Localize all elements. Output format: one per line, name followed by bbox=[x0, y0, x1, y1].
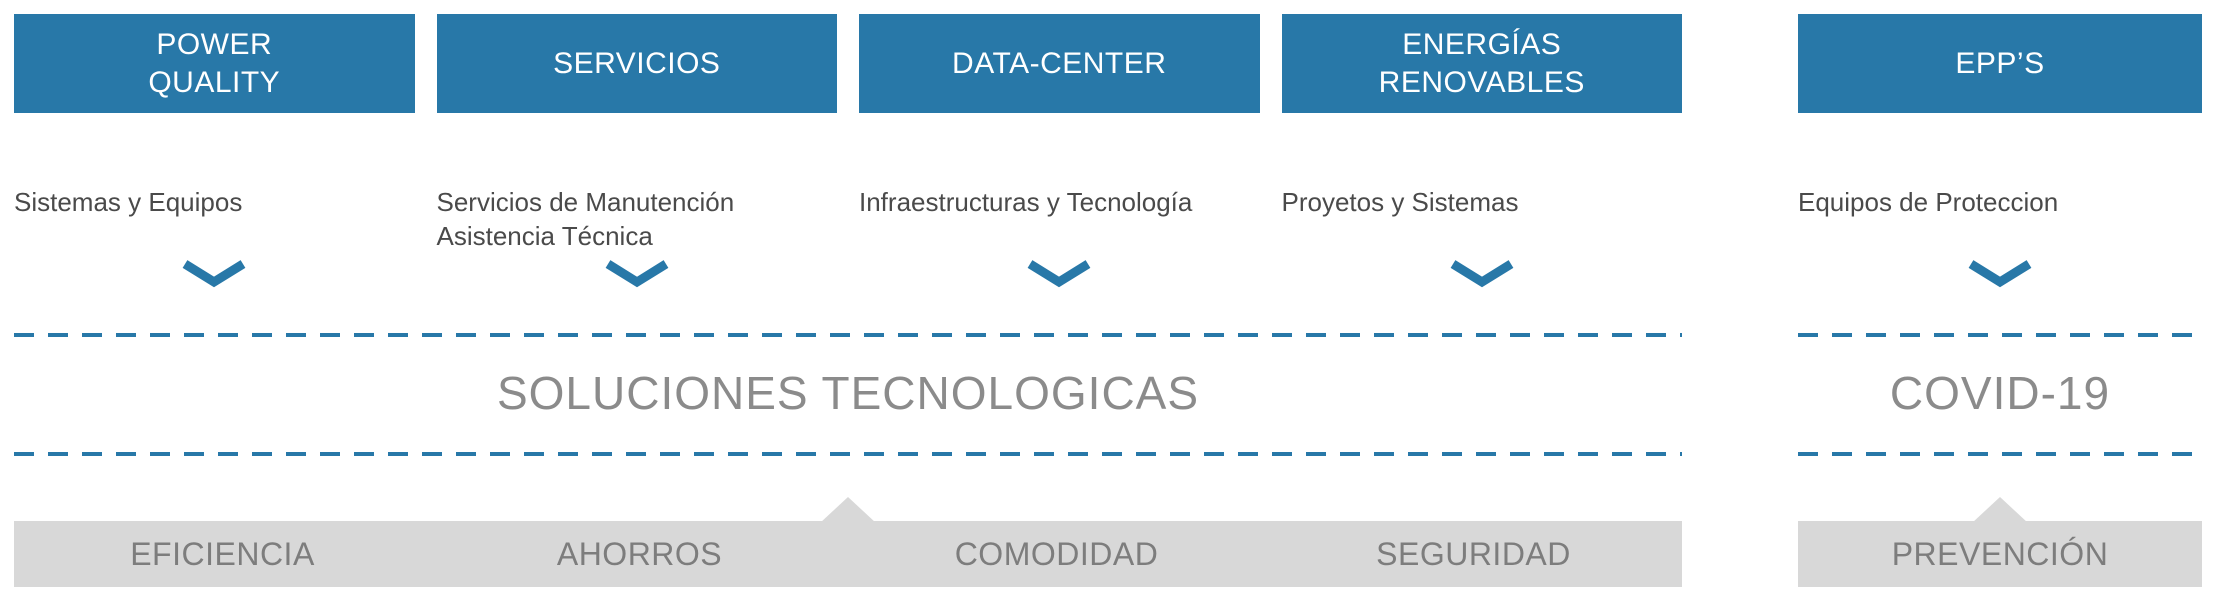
bar-pointer-triangle bbox=[1972, 497, 2028, 523]
subtitle-line: Equipos de Proteccion bbox=[1798, 187, 2059, 217]
category-subtitle-servicios: Servicios de Manutención Asistencia Técn… bbox=[437, 186, 838, 254]
dashed-divider bbox=[1798, 333, 2202, 337]
subtitle-line: Asistencia Técnica bbox=[436, 220, 653, 251]
subtitle-line: Infraestructuras y Tecnología bbox=[859, 187, 1193, 217]
chevrons-row bbox=[1798, 258, 2202, 288]
category-subtitles-row: Equipos de Proteccion bbox=[1798, 186, 2202, 220]
subtitle-line: Sistemas y Equipos bbox=[14, 187, 243, 217]
bar-pointer-triangle bbox=[820, 497, 876, 523]
category-box-power-quality[interactable]: POWER QUALITY bbox=[14, 14, 415, 113]
group-heading-covid: COVID-19 bbox=[1889, 367, 2111, 419]
category-boxes-row: EPP’S bbox=[1798, 14, 2202, 113]
benefits-bar: EFICIENCIA AHORROS COMODIDAD SEGURIDAD bbox=[14, 521, 1682, 587]
category-box-data-center[interactable]: DATA-CENTER bbox=[859, 14, 1260, 113]
benefit-label: COMODIDAD bbox=[954, 535, 1159, 572]
dashed-divider bbox=[1798, 452, 2202, 456]
category-subtitle-epps: Equipos de Proteccion bbox=[1798, 186, 2202, 220]
category-title-line: POWER bbox=[156, 28, 273, 61]
category-title-line: RENOVABLES bbox=[1378, 65, 1585, 99]
group-covid-19: EPP’S Equipos de Proteccion COVID-19 PRE… bbox=[1798, 0, 2202, 612]
category-boxes-row: POWER QUALITY SERVICIOS DATA-CENTER ENER… bbox=[14, 14, 1682, 113]
benefit-label: EFICIENCIA bbox=[130, 535, 315, 572]
category-title-line: QUALITY bbox=[148, 65, 281, 99]
dashed-divider bbox=[14, 452, 1682, 456]
benefits-bar: PREVENCIÓN bbox=[1798, 521, 2202, 587]
category-box-epps[interactable]: EPP’S bbox=[1798, 14, 2202, 113]
benefit-label: SEGURIDAD bbox=[1376, 535, 1571, 572]
subtitle-line: Proyetos y Sistemas bbox=[1281, 187, 1519, 217]
chevron-down-icon bbox=[181, 258, 247, 288]
chevron-down-icon bbox=[604, 258, 670, 288]
category-title-line: SERVICIOS bbox=[553, 46, 721, 80]
category-title-line: EPP’S bbox=[1955, 46, 2045, 80]
category-box-energias-renovables[interactable]: ENERGÍAS RENOVABLES bbox=[1281, 14, 1682, 113]
benefit-label: PREVENCIÓN bbox=[1891, 535, 2109, 572]
chevrons-row bbox=[14, 258, 1682, 288]
category-box-servicios[interactable]: SERVICIOS bbox=[436, 14, 837, 113]
category-title-line: DATA-CENTER bbox=[952, 46, 1167, 80]
chevron-down-icon bbox=[1449, 258, 1515, 288]
dashed-divider bbox=[14, 333, 1682, 337]
category-subtitle-data-center: Infraestructuras y Tecnología bbox=[859, 186, 1260, 254]
group-heading-soluciones: SOLUCIONES TECNOLOGICAS bbox=[496, 367, 1200, 419]
category-subtitle-power-quality: Sistemas y Equipos bbox=[14, 186, 415, 254]
category-subtitles-row: Sistemas y Equipos Servicios de Manutenc… bbox=[14, 186, 1682, 254]
chevron-down-icon bbox=[1026, 258, 1092, 288]
chevron-down-icon bbox=[1967, 258, 2033, 288]
category-title-line: ENERGÍAS bbox=[1402, 28, 1562, 61]
group-soluciones-tecnologicas: POWER QUALITY SERVICIOS DATA-CENTER ENER… bbox=[14, 0, 1682, 612]
category-subtitle-energias-renovables: Proyetos y Sistemas bbox=[1282, 186, 1683, 254]
subtitle-line: Servicios de Manutención bbox=[436, 187, 735, 217]
benefit-label: AHORROS bbox=[556, 535, 723, 572]
